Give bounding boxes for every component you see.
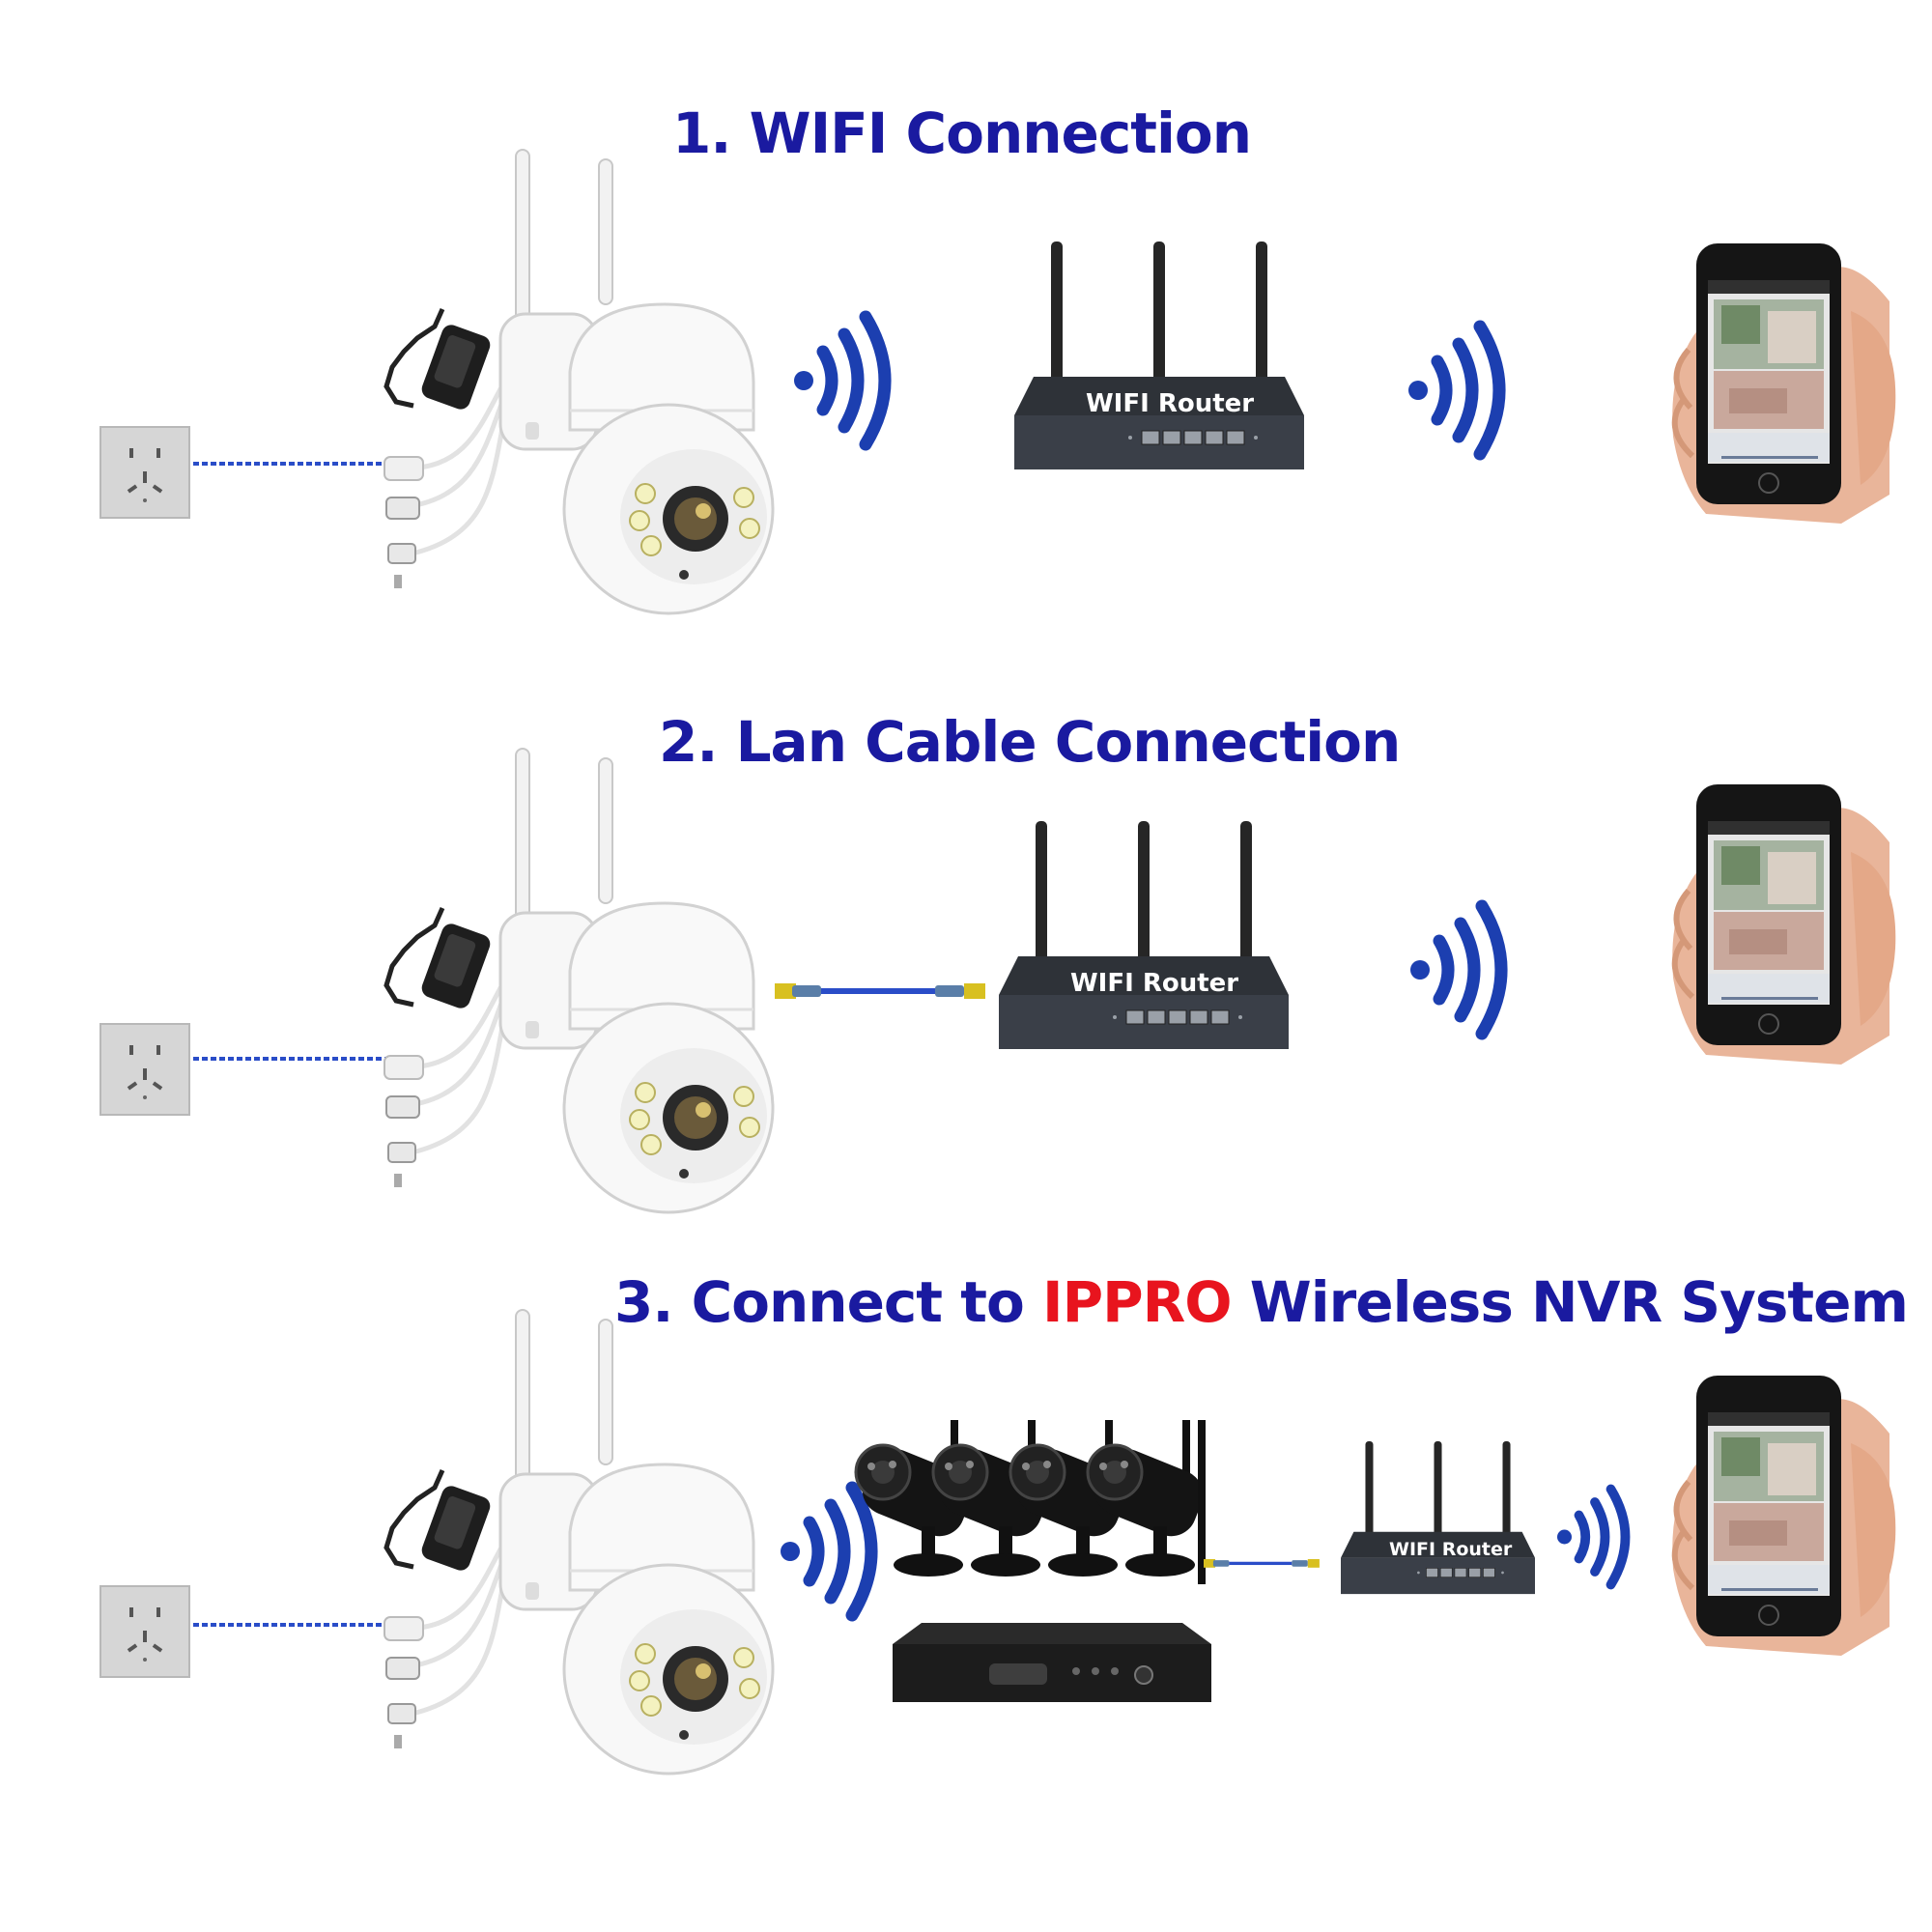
- router-label: WIFI Router: [1070, 969, 1238, 998]
- wifi-signal-icon: [1410, 906, 1501, 1034]
- wifi-signal-icon: [1408, 327, 1499, 454]
- power-adapter-icon: [386, 309, 493, 412]
- row-lan: WIFI Router: [99, 749, 1895, 1212]
- wifi-signal-icon: [781, 1488, 871, 1615]
- nvr-recorder-icon: [892, 1622, 1212, 1703]
- section-3-title: 3. Connect to IPPRO Wireless NVR System: [614, 1269, 1909, 1335]
- lan-cable-icon: [1204, 1559, 1320, 1568]
- router-icon: [998, 820, 1290, 1050]
- smartphone-icon: [1672, 784, 1895, 1065]
- router-icon: [1340, 1440, 1536, 1595]
- smartphone-icon: [1672, 243, 1895, 524]
- power-outlet-icon: [99, 1585, 190, 1678]
- smartphone-icon: [1672, 1376, 1895, 1656]
- section-2-title: 2. Lan Cable Connection: [659, 709, 1401, 775]
- power-outlet-icon: [99, 426, 190, 519]
- power-adapter-icon: [386, 1470, 493, 1573]
- router-label: WIFI Router: [1086, 389, 1254, 418]
- router-icon: [1013, 241, 1305, 470]
- row-wifi: WIFI Router: [99, 150, 1895, 613]
- nvr-antenna: [1198, 1420, 1206, 1584]
- wifi-signal-icon: [1557, 1490, 1626, 1585]
- power-adapter-icon: [386, 908, 493, 1010]
- router-label: WIFI Router: [1389, 1539, 1513, 1560]
- section-1-title: 1. WIFI Connection: [672, 100, 1252, 166]
- row-nvr: WIFI Router: [99, 1310, 1895, 1774]
- lan-cable-icon: [775, 983, 985, 999]
- power-outlet-icon: [99, 1023, 190, 1116]
- wifi-signal-icon: [794, 317, 885, 444]
- brand-name: IPPRO: [1042, 1269, 1233, 1335]
